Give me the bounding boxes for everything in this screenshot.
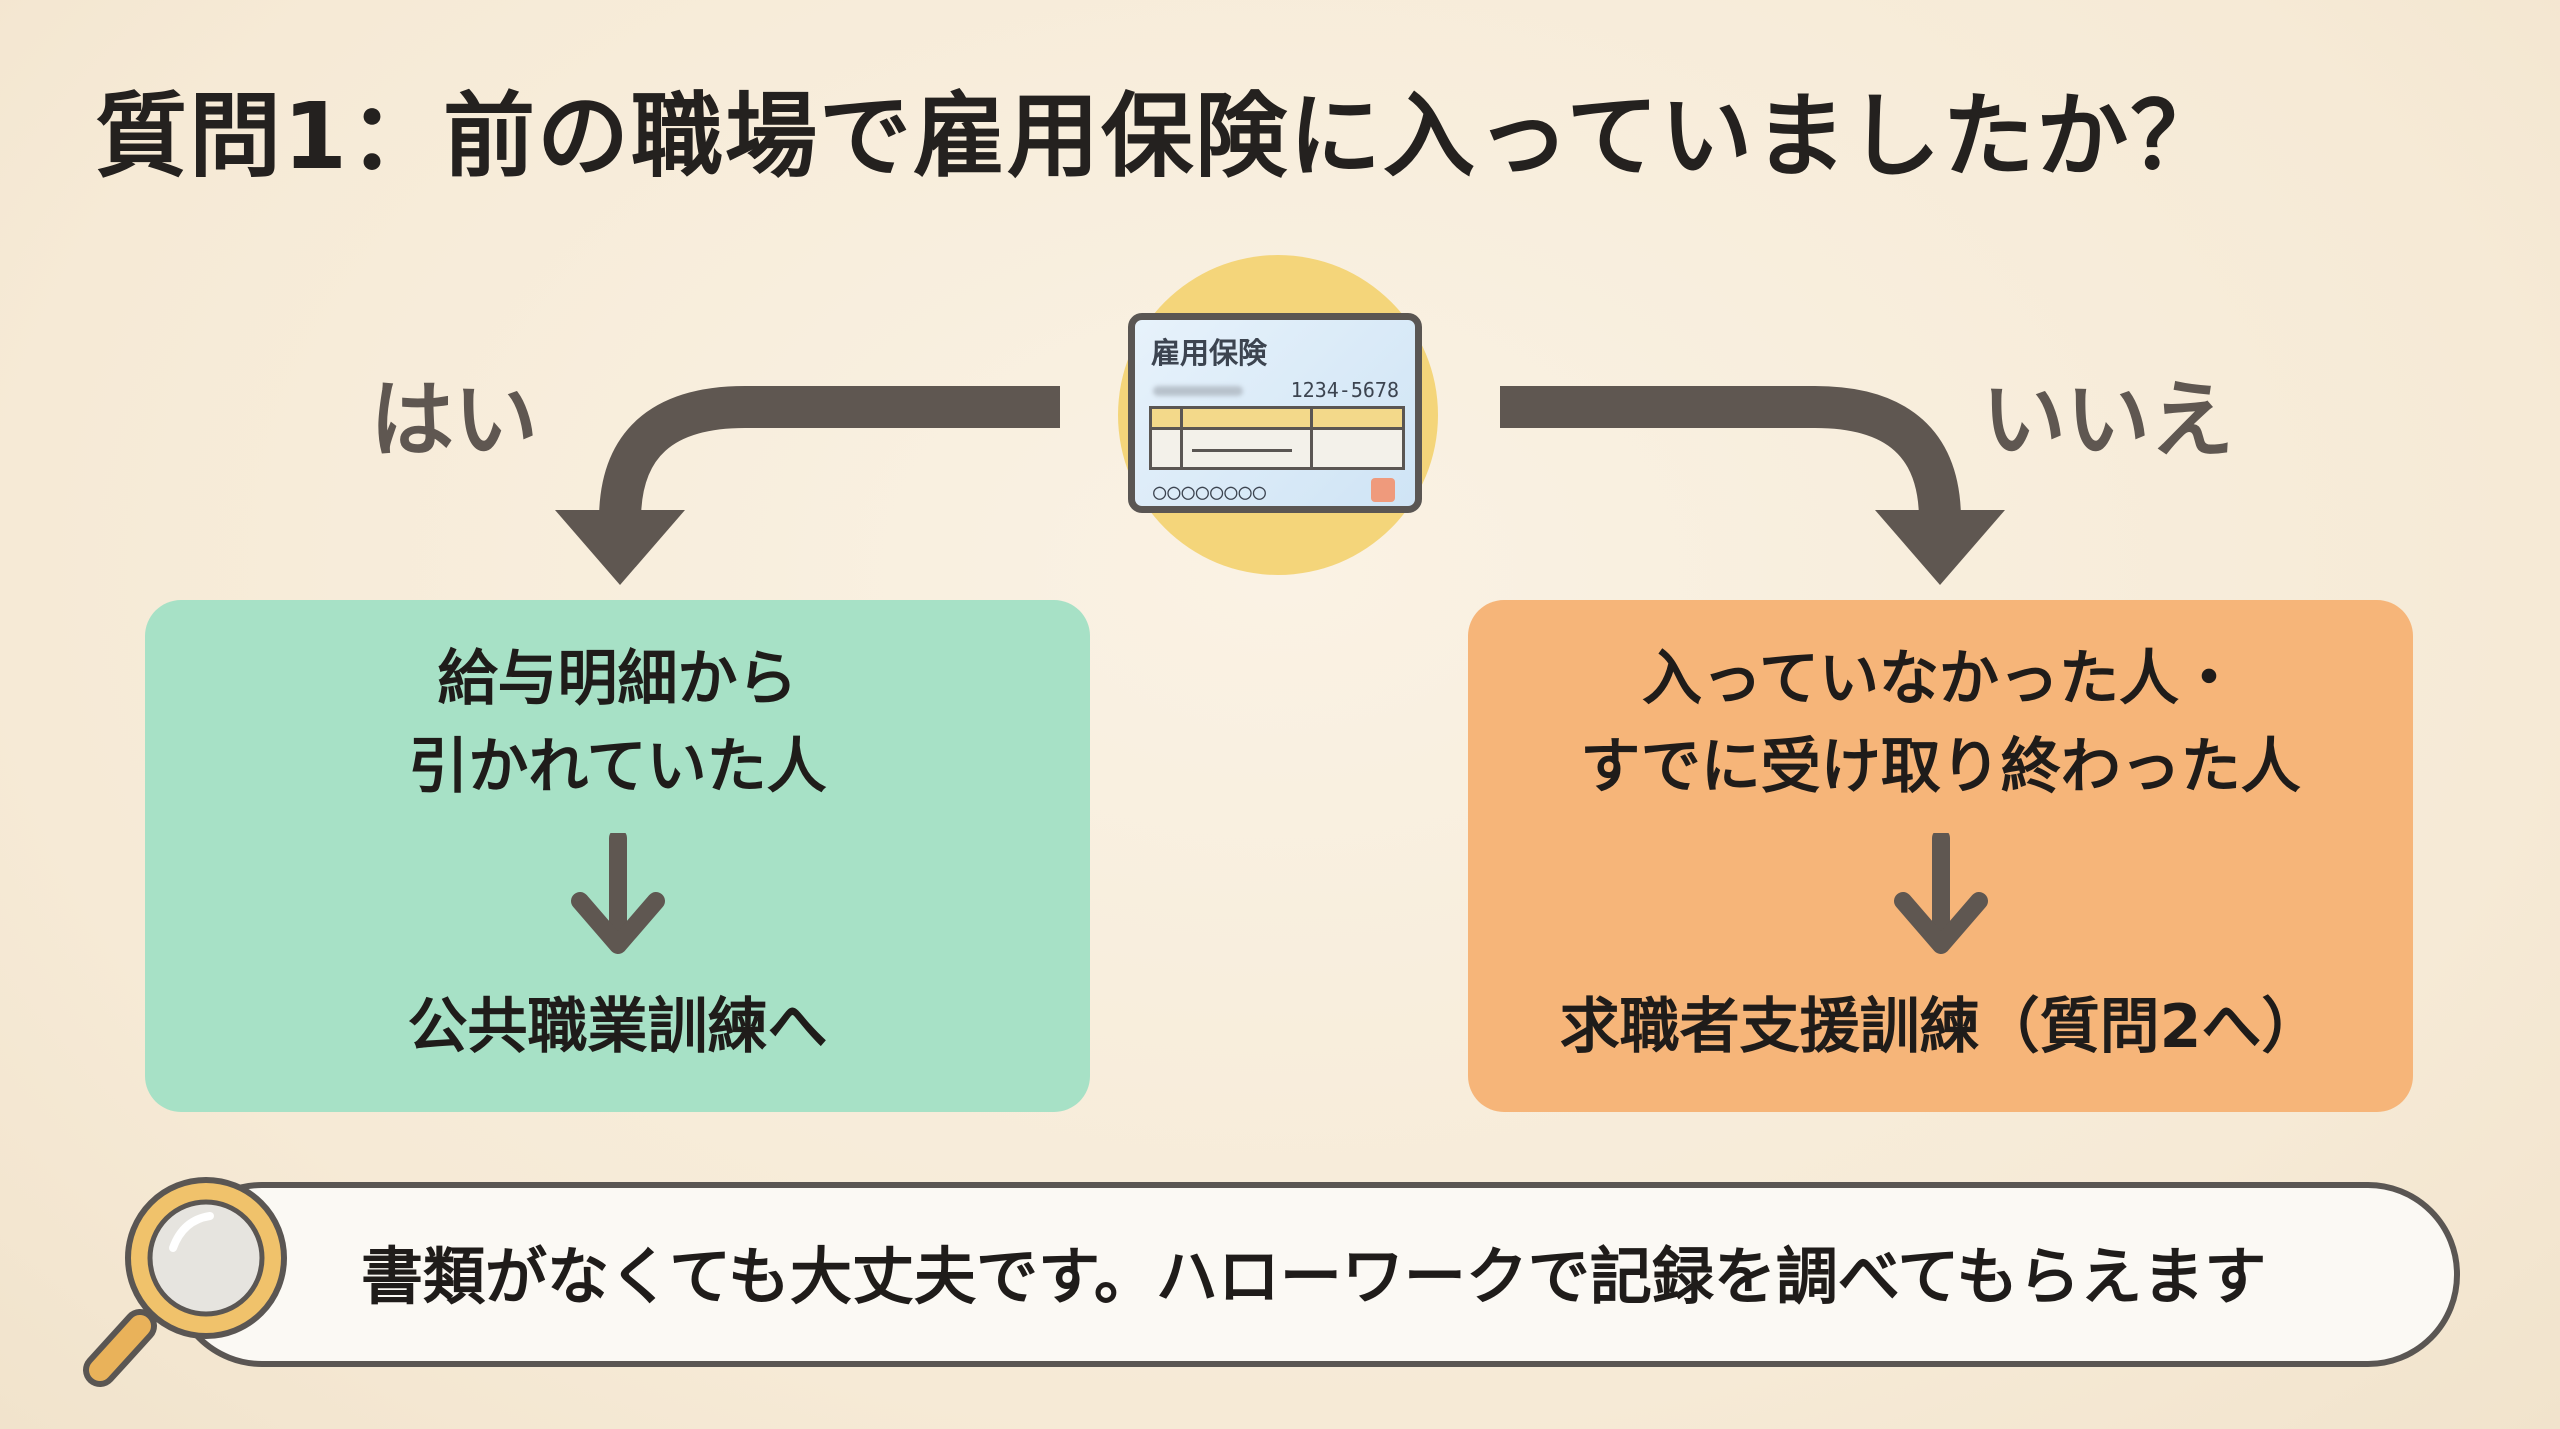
no-outcome-box: 入っていなかった人・ すでに受け取り終わった人 求職者支援訓練（質問2へ） [1468, 600, 2413, 1112]
card-number: 1234-5678 [1290, 378, 1399, 402]
arrow-down-icon [570, 833, 665, 954]
no-condition-line1: 入っていなかった人・ [1642, 644, 2239, 714]
arrow-down-icon [1893, 833, 1988, 954]
no-result: 求職者支援訓練（質問2へ） [1559, 992, 2322, 1062]
card-table-header [1152, 409, 1402, 430]
yes-branch-arrow [599, 386, 1060, 541]
card-chip [1371, 478, 1395, 502]
insurance-card: 雇用保険 1234-5678 ○○○○○○○○ [1128, 313, 1422, 513]
no-arrowhead [1875, 510, 2005, 585]
yes-arrowhead [555, 510, 685, 585]
insurance-card-illustration: 雇用保険 1234-5678 ○○○○○○○○ [1113, 255, 1443, 575]
yes-result: 公共職業訓練へ [407, 992, 828, 1062]
no-label: いいえ [1982, 371, 2235, 469]
magnifier-icon [83, 1177, 287, 1387]
yes-condition-line2: 引かれていた人 [408, 732, 827, 802]
yes-label: はい [370, 371, 539, 469]
no-condition-line2: すでに受け取り終わった人 [1580, 732, 2301, 802]
no-branch-arrow [1500, 386, 1961, 541]
note-text: 書類がなくても大丈夫です。ハローワークで記録を調べてもらえます [361, 1240, 2267, 1313]
card-blurred-text [1153, 386, 1243, 396]
question-title: 質問1：前の職場で雇用保険に入っていましたか？ [95, 83, 2225, 190]
yes-outcome-box: 給与明細から 引かれていた人 公共職業訓練へ [145, 600, 1090, 1112]
card-dots: ○○○○○○○○ [1153, 480, 1267, 505]
note-banner: 書類がなくても大丈夫です。ハローワークで記録を調べてもらえます [170, 1182, 2460, 1367]
yes-condition-line1: 給与明細から [437, 644, 798, 714]
card-table [1149, 406, 1405, 470]
card-title: 雇用保険 [1151, 336, 1268, 370]
